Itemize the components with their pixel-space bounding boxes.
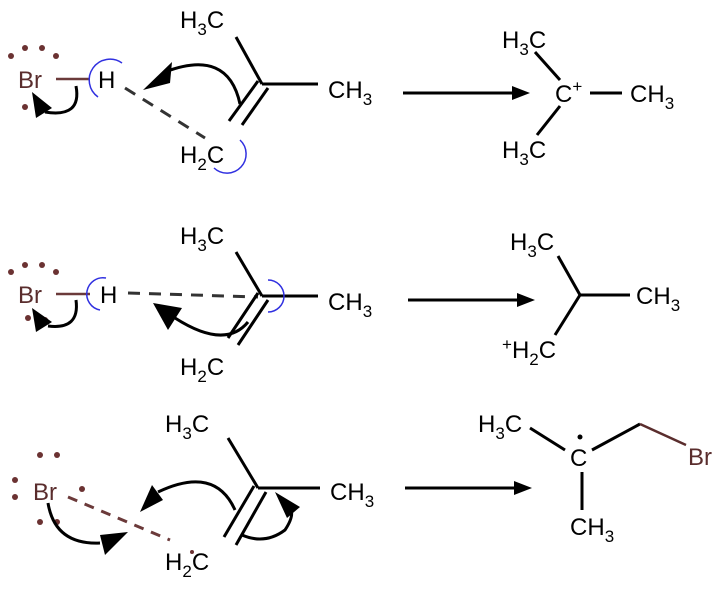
methyl-group: H3C [180, 7, 224, 39]
methyl-group: CH3 [570, 514, 614, 546]
methyl-group: H3C [502, 137, 546, 169]
bond [227, 80, 260, 122]
radical-dot [577, 434, 583, 440]
methyl-group: CH3 [328, 77, 372, 109]
primary-carbocation: +H2C [502, 335, 556, 369]
bromine-atom: Br [33, 479, 57, 506]
mechanism-step-2: Br H H3C CH3 H2C H3C CH3 +H2C [8, 223, 680, 386]
arrowhead [514, 481, 532, 495]
methyl-group: H3C [502, 27, 546, 59]
methyl-group: CH3 [630, 81, 674, 113]
methyl-group: H3C [180, 223, 224, 255]
forming-bond [124, 86, 206, 140]
methyl-group: H3C [478, 411, 522, 443]
arrowhead [32, 92, 52, 118]
curved-arrow [174, 316, 250, 337]
bond [533, 51, 562, 81]
radical-dot [190, 550, 194, 554]
bond [226, 437, 260, 489]
methylene-group: H2C [180, 354, 224, 386]
bond [234, 491, 268, 546]
bond [529, 426, 566, 452]
methyl-group: H3C [165, 411, 209, 443]
carbocation-center: C+ [555, 77, 582, 108]
curved-arrow [44, 85, 79, 115]
forming-bond [67, 495, 171, 542]
highlight-arc [85, 276, 107, 311]
methyl-group: CH3 [328, 289, 372, 321]
bond [234, 251, 264, 297]
curved-arrow [157, 480, 237, 511]
curved-arrow [164, 63, 242, 105]
arrowhead [275, 492, 300, 518]
bond [556, 255, 582, 296]
methylene-group: H2C [165, 549, 209, 581]
curved-arrow [46, 502, 101, 545]
methyl-group: CH3 [330, 479, 374, 511]
bond [535, 105, 562, 136]
highlight-arc [267, 279, 285, 313]
bond [553, 294, 582, 336]
highlight-arc [88, 58, 123, 98]
arrowhead [140, 485, 163, 512]
arrowhead [32, 308, 52, 332]
methyl-group: CH3 [636, 283, 680, 315]
bond [222, 485, 256, 538]
arrowhead [153, 303, 182, 330]
mechanism-step-1: Br H H3C CH3 H2C H3C C+ CH3 H3C [8, 7, 674, 174]
hydrogen-atom: H [100, 282, 117, 309]
lone-pairs [12, 452, 85, 525]
forming-bond [127, 291, 259, 299]
arrowhead [143, 62, 172, 90]
mechanism-step-3: Br H3C CH3 H2C H3C C Br CH3 [12, 411, 712, 581]
bromine-atom: Br [18, 282, 42, 309]
methyl-group: H3C [510, 229, 554, 261]
bond [234, 36, 264, 85]
methylene-group: H2C [180, 142, 224, 174]
bromine-atom: Br [18, 67, 42, 94]
hydrogen-atom: H [98, 67, 115, 94]
bond [226, 292, 260, 339]
arrowhead [100, 532, 128, 555]
bond [240, 87, 270, 126]
bond [236, 299, 270, 346]
bond [591, 422, 641, 452]
radical-carbon: C [570, 445, 587, 472]
arrowhead [512, 86, 530, 100]
arrowhead [517, 293, 535, 307]
bromine-atom: Br [688, 444, 712, 471]
c-br-bond [639, 422, 687, 447]
curved-arrow [47, 299, 78, 328]
highlight-arc [213, 139, 247, 174]
